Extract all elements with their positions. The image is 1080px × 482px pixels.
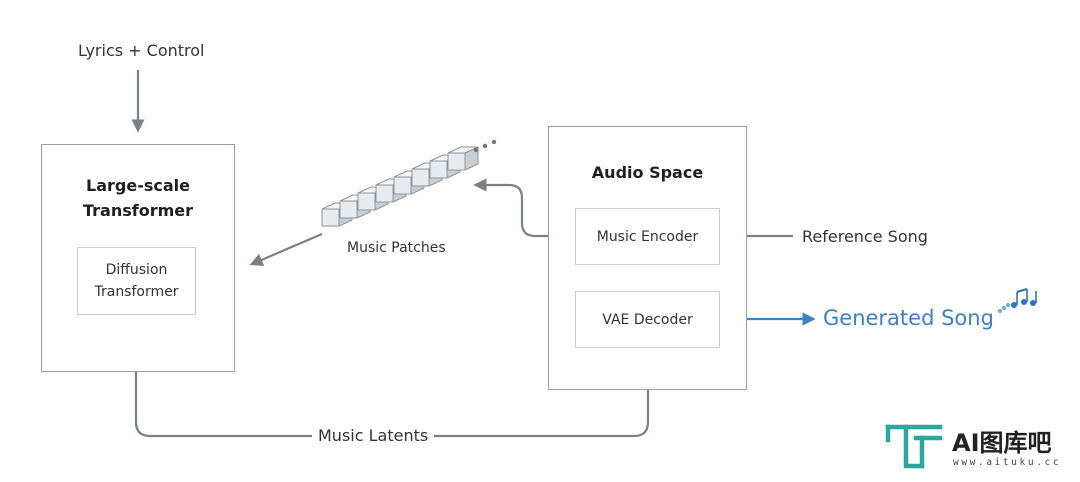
watermark-text: AI图库吧 [952,429,1052,457]
patch-cube-face [464,146,479,171]
diffusion-transformer-box: Diffusion Transformer [77,247,196,315]
transformer-title-line1: Large-scale [86,176,190,195]
diffusion-line2: Transformer [94,284,179,300]
reference-song-label: Reference Song [802,227,928,246]
music-latents-label: Music Latents [312,426,435,445]
patch-cube-face [429,160,448,179]
watermark-logo-icon [885,424,943,469]
generated-song-label: Generated Song [823,306,994,330]
transformer-title-line2: Transformer [82,201,193,220]
patch-cube-face [393,176,412,195]
audio-space-title: Audio Space [591,163,704,182]
music-encoder-box: Music Encoder [575,208,720,265]
patch-cube-face [321,208,340,227]
diffusion-line1: Diffusion [105,262,168,278]
music-patches-icon [321,146,479,227]
patch-cube-face [411,168,430,187]
vae-decoder-box: VAE Decoder [575,291,720,348]
lyrics-control-label: Lyrics + Control [78,41,205,60]
music-notes-icon [998,288,1037,313]
patch-cube-face [375,184,394,203]
large-scale-transformer-box: Large-scale Transformer Diffusion Transf… [41,144,235,372]
arrow-encoder-to-patches [473,178,576,238]
watermark-url: www.aituku.cc [953,457,1062,468]
patch-cube-face [447,152,466,171]
patch-cube-face [357,192,376,211]
patches-ellipsis-icon [473,139,497,153]
arrow-patches-to-transformer [249,232,323,266]
patch-cube-face [339,200,358,219]
music-patches-label: Music Patches [347,240,446,256]
audio-space-box: Audio Space Music Encoder VAE Decoder [548,126,747,390]
transformer-title: Large-scale Transformer [42,173,234,223]
